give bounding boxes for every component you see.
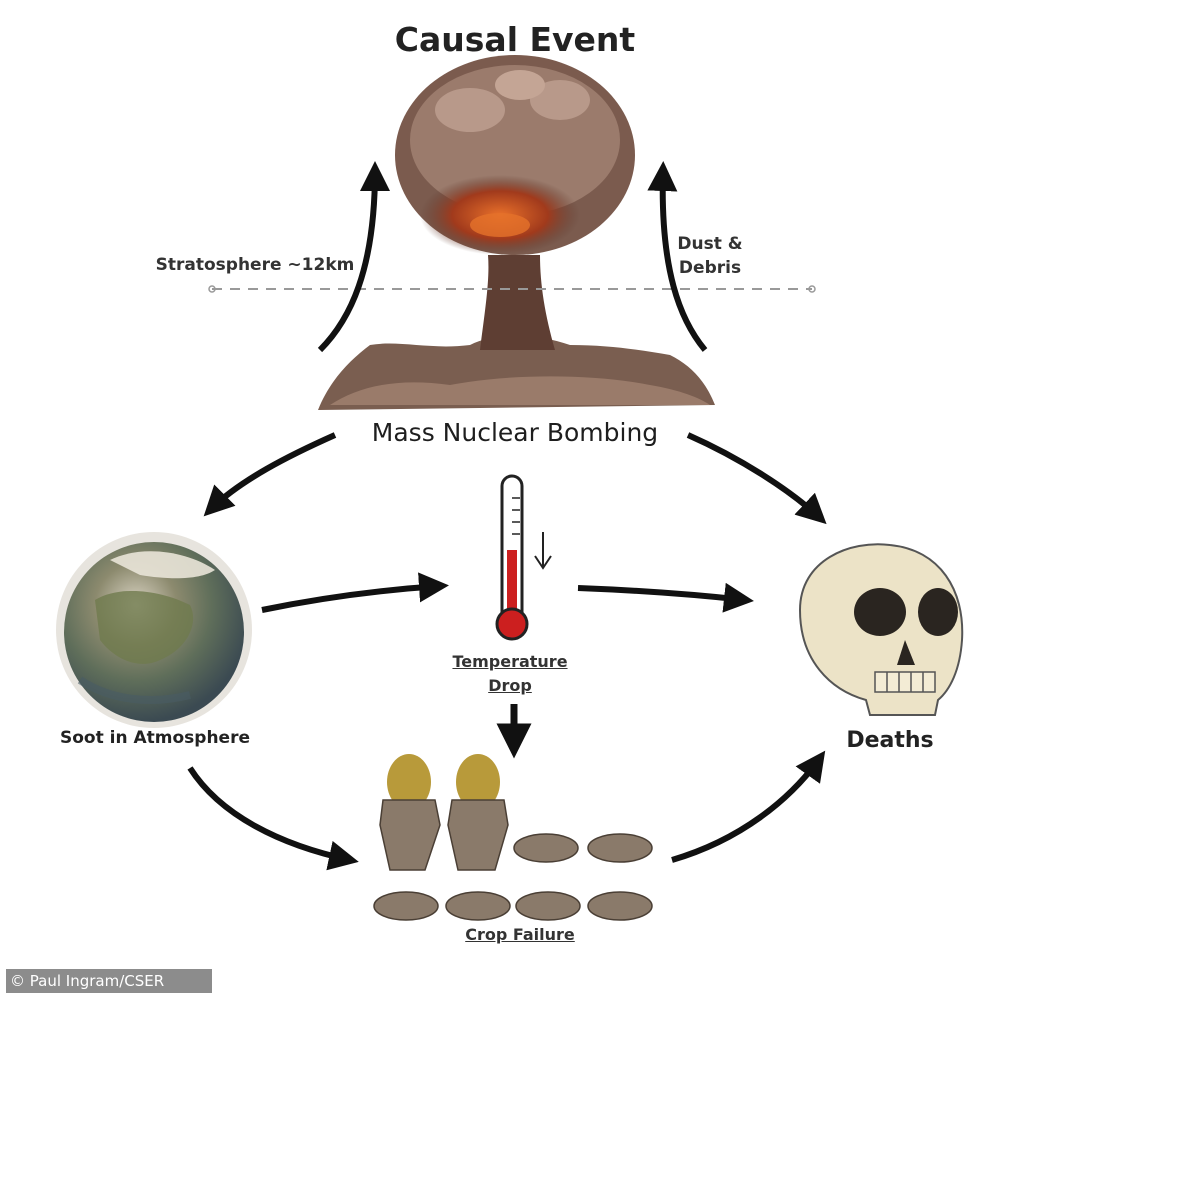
arrow-soot-to-temperature — [261, 572, 449, 613]
stratosphere-line-end — [808, 285, 816, 293]
deaths-label: Deaths — [846, 728, 934, 753]
dust-debris-label: Dust & Debris — [677, 234, 743, 278]
diagram-title: Causal Event — [394, 20, 636, 59]
skull-icon — [798, 543, 964, 716]
image-credit: © Paul Ingram/CSER — [6, 969, 212, 993]
up-arrow-left — [317, 161, 390, 353]
earth-icon — [56, 532, 252, 728]
soot-label: Soot in Atmosphere — [59, 728, 250, 748]
arrow-bombing-to-deaths — [686, 432, 827, 525]
crop-sacks-icon — [373, 754, 653, 921]
thermometer-icon — [495, 474, 552, 641]
up-arrow-right — [647, 161, 708, 352]
arrow-bombing-to-soot — [203, 432, 337, 517]
arrow-soot-to-crop — [187, 766, 359, 871]
crop-failure-label: Crop Failure — [465, 925, 575, 944]
arrow-crop-to-deaths — [671, 750, 826, 863]
mushroom-cloud-icon — [318, 55, 715, 410]
arrow-temperature-to-deaths — [577, 582, 754, 613]
temperature-drop-label: Temperature Drop — [452, 652, 568, 695]
stratosphere-label: Stratosphere ~12km — [155, 255, 355, 275]
stratosphere-line-start — [208, 285, 216, 293]
mass-bombing-label: Mass Nuclear Bombing — [371, 418, 659, 447]
